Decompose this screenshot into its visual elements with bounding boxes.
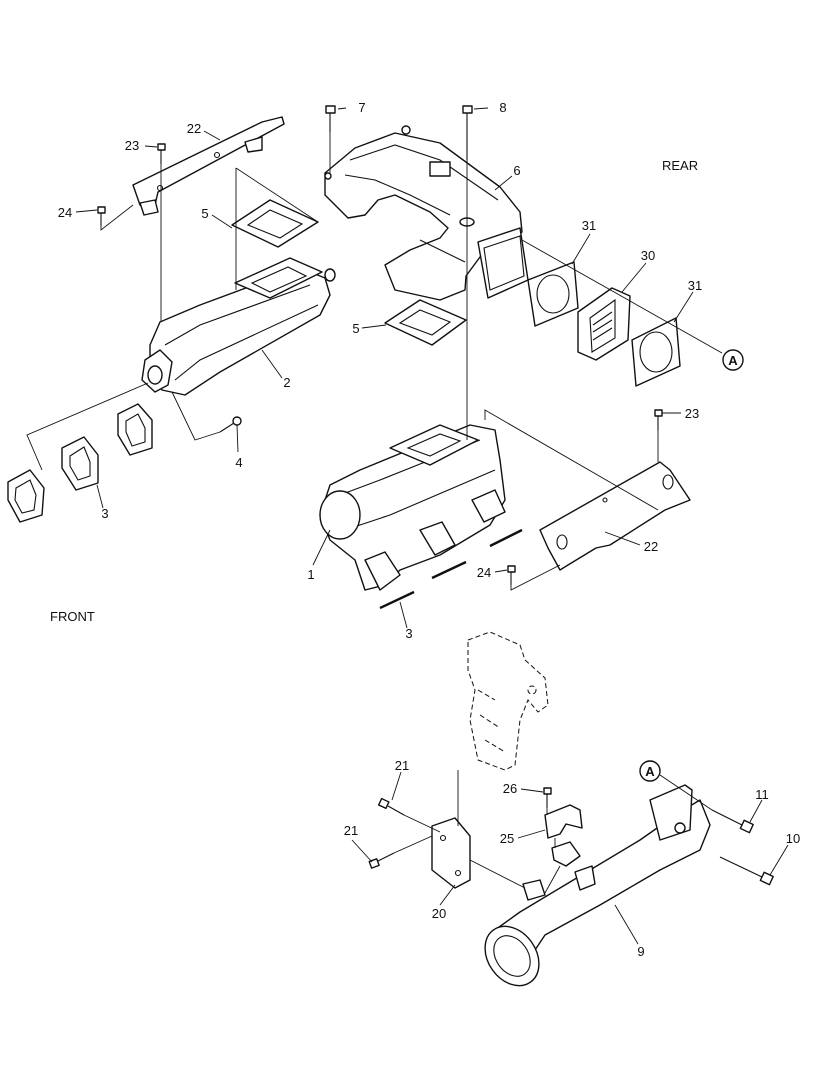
callout-23: 23 [125,138,139,153]
rear-label: REAR [662,158,698,173]
callout-3: 3 [405,626,412,641]
reference-a-label: A [728,353,738,368]
bolt-23-upper [157,143,166,164]
bolt-24-lower [507,565,516,585]
front-label: FRONT [50,609,95,624]
callout-3: 3 [101,506,108,521]
bolt-8 [462,105,473,160]
part-6-rear-elbow [324,125,529,301]
part-3-lower-dashes [379,528,523,610]
callout-24: 24 [58,205,72,220]
callout-8: 8 [499,100,506,115]
part-31-gasket-right [631,317,681,387]
part-5-gasket-upper [231,199,319,248]
callout-5: 5 [352,321,359,336]
part-22-lower-bracket [539,461,691,571]
bolt-11 [711,809,754,834]
callout-20: 20 [432,906,446,921]
callout-labels: 7 8 22 23 6 24 5 31 30 31 5 2 4 23 3 22 … [58,100,800,959]
bolt-21-lower [368,852,395,869]
callout-10: 10 [786,831,800,846]
bolt-23-lower [654,409,663,430]
callout-31: 31 [688,278,702,293]
part-1-lower-manifold [319,424,506,591]
callout-6: 6 [513,163,520,178]
callout-4: 4 [235,455,242,470]
bolt-4 [219,416,242,433]
callout-2: 2 [283,375,290,390]
callout-21: 21 [344,823,358,838]
phantom-bracket [467,631,549,771]
callout-30: 30 [641,248,655,263]
callout-22: 22 [187,121,201,136]
part-25-clamp [544,804,583,867]
part-9-intake-pipe [484,784,711,987]
bolt-7 [325,105,336,132]
part-31-gasket-left [527,261,579,327]
part-2-upper-manifold [141,257,336,396]
reference-marker-a-upper: A [722,349,744,371]
callout-31: 31 [582,218,596,233]
callout-22: 22 [644,539,658,554]
callout-leaders [75,107,789,945]
callout-25: 25 [500,831,514,846]
part-30-adapter [577,287,631,361]
part-5-gasket-lower [384,299,467,346]
callout-9: 9 [637,944,644,959]
callout-26: 26 [503,781,517,796]
callout-5: 5 [201,206,208,221]
callout-7: 7 [358,100,365,115]
part-20-bracket [431,817,471,889]
reference-a-label: A [645,764,655,779]
assembly-guide-lines [26,132,723,894]
callout-24: 24 [477,565,491,580]
callout-21: 21 [395,758,409,773]
part-22-upper-bracket [132,116,285,216]
bolt-24-upper [97,206,106,226]
reference-marker-a-lower: A [639,760,661,782]
callout-23: 23 [685,406,699,421]
bolt-21-upper [377,797,405,816]
callout-11: 11 [755,787,769,802]
part-3-gaskets [7,403,153,523]
bolt-26 [543,787,552,808]
callout-1: 1 [307,567,314,582]
bolt-10 [719,856,774,886]
